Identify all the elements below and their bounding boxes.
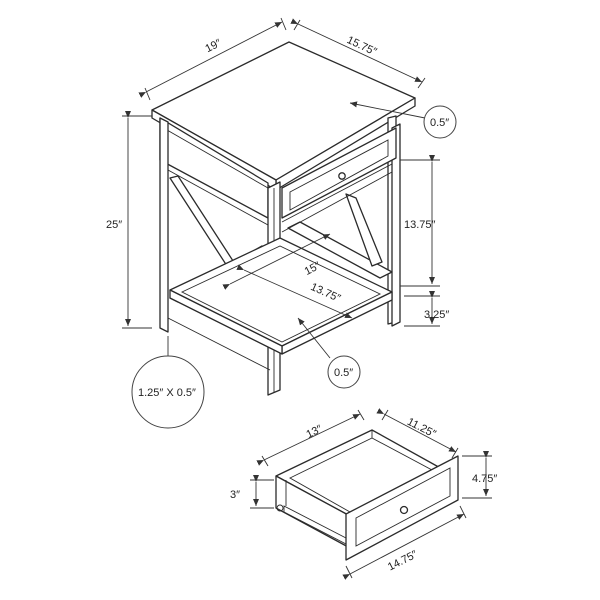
dim-shelf-thickness: 0.5″	[334, 367, 353, 379]
back-leg	[159, 117, 169, 333]
front-right-leg	[391, 123, 401, 327]
dim-drawer-front-height: 4.75″	[472, 473, 497, 485]
dim-top-depth: 15.75″	[345, 34, 379, 58]
drawer-drawing	[275, 429, 459, 561]
dim-top-width: 19″	[203, 37, 223, 55]
dim-leg-size: 1.25″ X 0.5″	[138, 387, 196, 399]
dim-drawer-inner-height: 3″	[230, 489, 240, 501]
callout-shelf-thickness	[327, 355, 361, 389]
callout-top-thickness	[423, 105, 457, 139]
dim-drawer-to-shelf: 13.75″	[404, 219, 436, 231]
nightstand-dimensions: 19″ 15.75″ 0.5″ 25″ 13.75″ 3.25″ 15″ 13.…	[106, 17, 457, 429]
callout-leg-size	[131, 355, 205, 429]
dim-drawer-depth: 13″	[304, 423, 324, 441]
nightstand-drawing	[151, 41, 416, 396]
dim-top-thickness: 0.5″	[430, 117, 449, 129]
drawer-knob	[338, 172, 346, 180]
drawer-front-knob	[399, 505, 409, 515]
dim-overall-height: 25″	[106, 219, 122, 231]
dim-shelf-height: 3.25″	[424, 309, 449, 321]
dim-drawer-inner-width: 11.25″	[405, 416, 438, 441]
